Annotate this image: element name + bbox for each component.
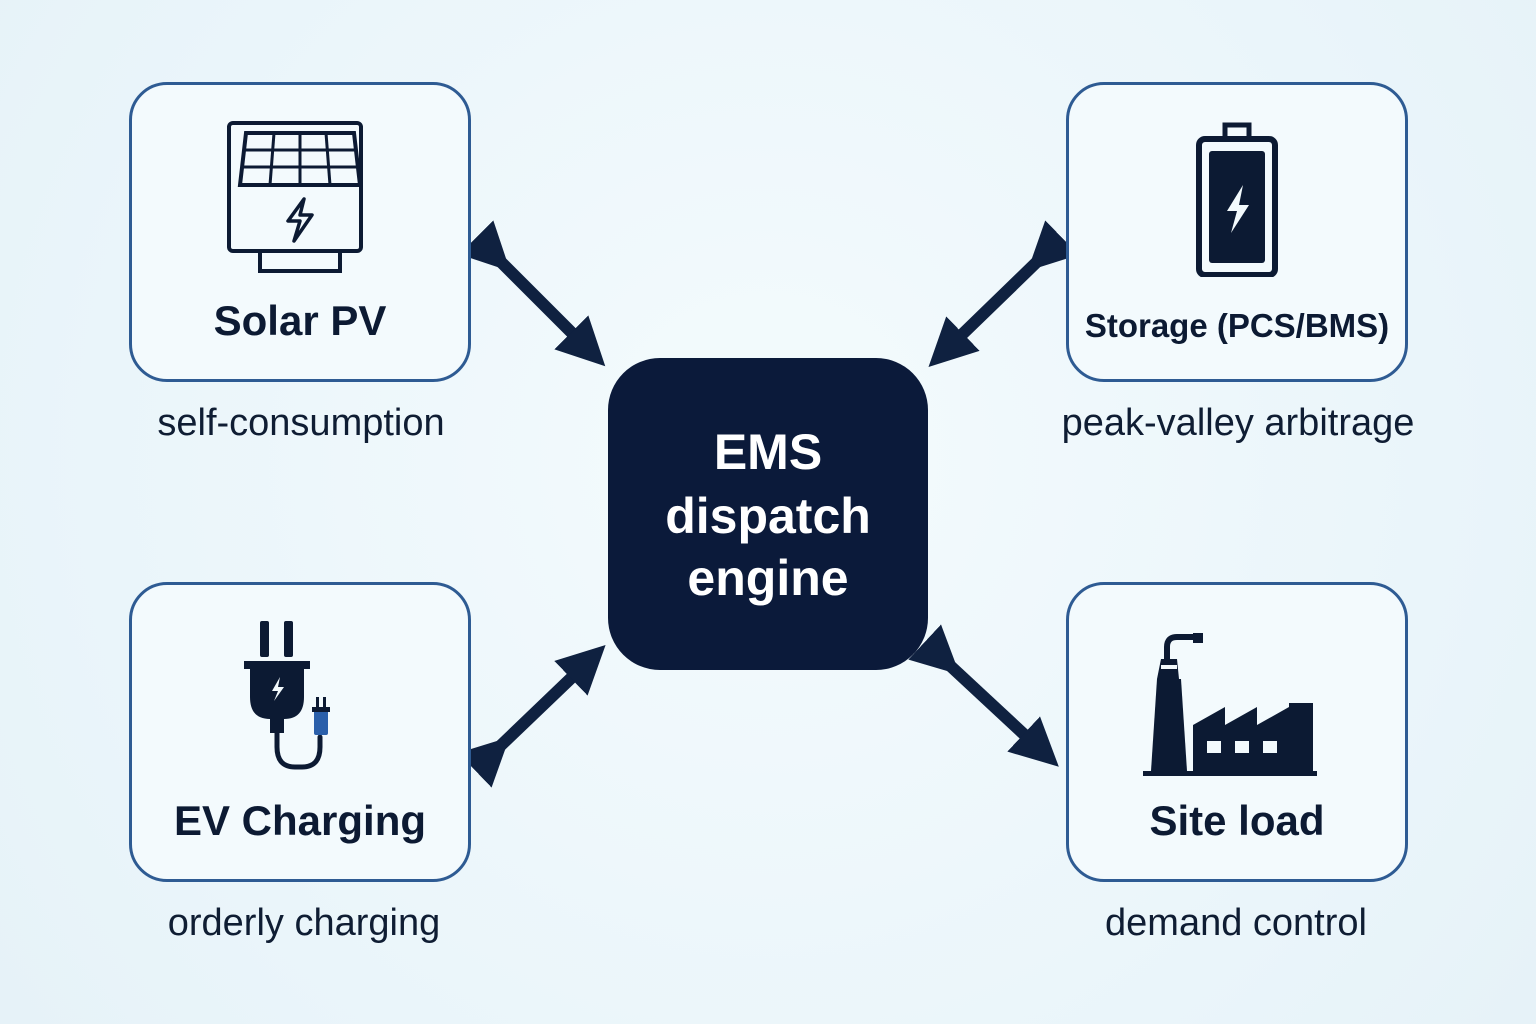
ev-subtitle: orderly charging bbox=[167, 902, 441, 944]
solar-subtitle: self-consumption bbox=[157, 402, 445, 444]
solar-pv-node: Solar PV bbox=[129, 82, 471, 382]
ev-plug-icon bbox=[132, 607, 468, 777]
storage-subtitle: peak-valley arbitrage bbox=[1061, 402, 1415, 444]
arrow-storage-to-center bbox=[928, 220, 1079, 368]
arrow-solar-to-center bbox=[459, 220, 606, 367]
arrow-load-to-center bbox=[908, 624, 1059, 767]
node-title: Solar PV bbox=[213, 297, 387, 344]
storage-node: Storage (PCS/BMS) bbox=[1066, 82, 1408, 382]
center-title-line-2: dispatch bbox=[665, 488, 871, 544]
ems-dispatch-engine-node bbox=[608, 358, 928, 670]
node-title: Storage (PCS/BMS) bbox=[1084, 307, 1390, 344]
center-title-line-1: EMS bbox=[713, 424, 823, 480]
solar-panel-icon bbox=[132, 107, 468, 277]
factory-icon bbox=[1069, 607, 1405, 777]
ev-charging-node: EV Charging bbox=[129, 582, 471, 882]
battery-icon bbox=[1069, 107, 1405, 277]
site-load-subtitle: demand control bbox=[1105, 902, 1367, 944]
arrow-ev-to-center bbox=[458, 645, 606, 788]
node-title: Site load bbox=[1149, 797, 1325, 844]
site-load-node: Site load bbox=[1066, 582, 1408, 882]
node-title: EV Charging bbox=[173, 797, 427, 844]
center-title-line-3: engine bbox=[687, 550, 849, 606]
